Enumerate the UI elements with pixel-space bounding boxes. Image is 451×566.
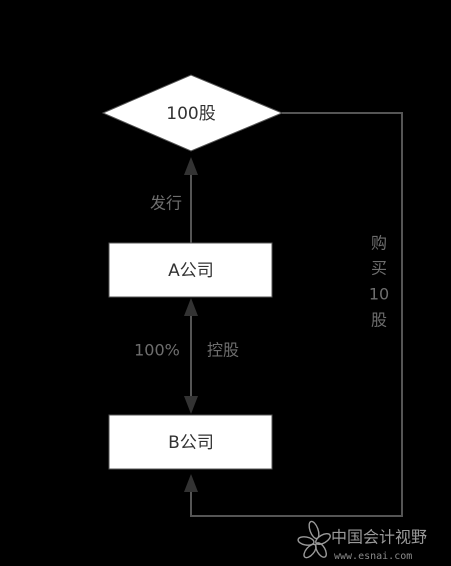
purchase-connector bbox=[190, 112, 403, 517]
esnai-logo-icon bbox=[297, 520, 331, 559]
issue-label: 发行 bbox=[150, 194, 182, 213]
company-a-box bbox=[108, 242, 273, 298]
watermark-name: 中国会计视野 bbox=[331, 528, 427, 547]
company-a-label: A公司 bbox=[168, 261, 214, 281]
purchase-label-char: 股 bbox=[371, 311, 387, 330]
shares-label: 100股 bbox=[166, 104, 215, 124]
watermark-url: www.esnai.com bbox=[334, 551, 412, 562]
shares-diamond bbox=[101, 74, 284, 152]
control-percent-label: 100% bbox=[134, 341, 180, 360]
control-label: 控股 bbox=[207, 341, 239, 360]
purchase-label-char: 购 bbox=[371, 234, 387, 253]
purchase-label-char: 10 bbox=[369, 285, 389, 304]
purchase-label-char: 买 bbox=[371, 259, 387, 278]
purchase-arrowhead bbox=[184, 474, 198, 492]
watermark: 中国会计视野 www.esnai.com bbox=[297, 520, 427, 562]
company-b-box bbox=[108, 414, 273, 470]
control-arrowhead-down bbox=[184, 396, 198, 414]
control-arrowhead-up bbox=[184, 298, 198, 316]
issue-arrowhead bbox=[184, 157, 198, 175]
company-b-label: B公司 bbox=[168, 433, 214, 453]
